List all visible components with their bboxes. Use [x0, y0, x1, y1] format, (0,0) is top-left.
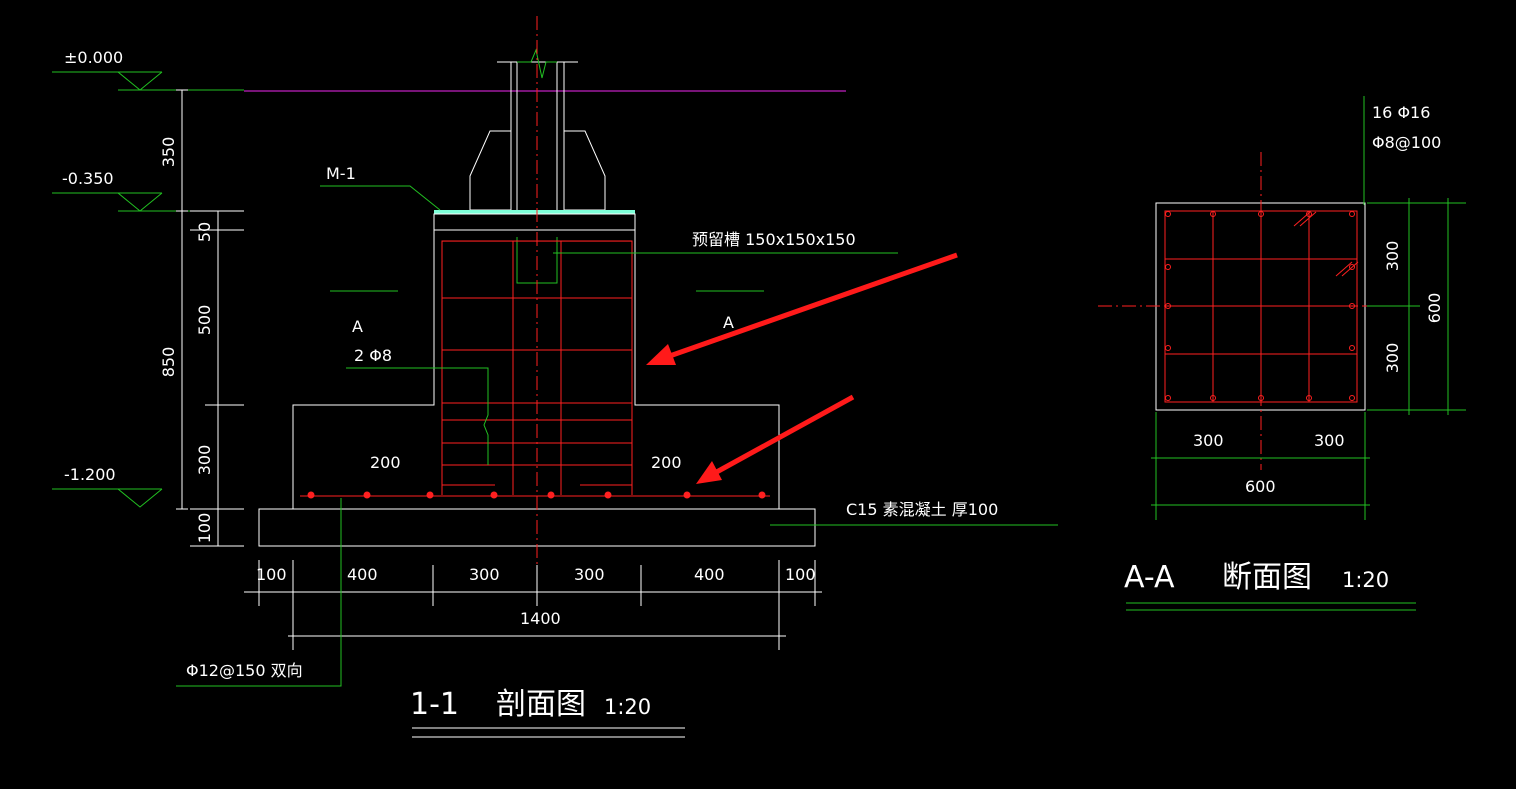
grout-layer [433, 213, 636, 231]
elevation-marker-1200: -1.200 [52, 465, 163, 508]
elevation-marker-0350: -0.350 [52, 169, 196, 212]
dim-50: 50 [195, 222, 214, 242]
label-2phi8-text: 2 Φ8 [354, 346, 392, 365]
dim-600-vertical: 600 [1425, 293, 1444, 324]
dim-200-right: 200 [651, 453, 682, 472]
elevation-marker-0000: ±0.000 [52, 48, 244, 91]
dim-bottom-5: 400 [694, 565, 725, 584]
elevation-text-1200: -1.200 [64, 465, 116, 484]
title-1-1-scale: 1:20 [604, 695, 651, 719]
section-rebar-dots [1165, 211, 1355, 401]
dim-350: 350 [159, 137, 178, 168]
section-right-dimensions: 300 300 600 [1367, 198, 1466, 415]
dim-bottom-1: 100 [256, 565, 287, 584]
section-cut-mark-right: A [696, 290, 764, 332]
dim-bottom-6: 100 [785, 565, 816, 584]
title-a-a-scale: 1:20 [1342, 568, 1389, 592]
elevation-text-0350: -0.350 [62, 169, 114, 188]
dim-850: 850 [159, 347, 178, 378]
title-a-a-label: A-A [1124, 560, 1175, 595]
label-groove: 预留槽 150x150x150 [553, 230, 898, 254]
dim-total-1400: 1400 [520, 609, 561, 628]
dim-100-vertical: 100 [195, 513, 214, 544]
bottom-rebar-dots [307, 491, 766, 499]
title-a-a-text: 断面图 [1222, 560, 1312, 595]
dim-bottom-3: 300 [469, 565, 500, 584]
label-16phi16: 16 Φ16 [1372, 103, 1430, 122]
footing-outline-right [634, 230, 780, 509]
tie-hook-marks [1293, 211, 1359, 277]
footing-outline-left [292, 230, 435, 509]
label-rebar-bottom-text: Φ12@150 双向 [186, 661, 303, 680]
label-phi8-100: Φ8@100 [1372, 133, 1441, 152]
elevation-text-0000: ±0.000 [64, 48, 123, 67]
dim-300-right: 300 [1314, 431, 1345, 450]
label-section-rebar: 16 Φ16 Φ8@100 [1363, 96, 1441, 205]
label-2phi8: 2 Φ8 [346, 346, 489, 465]
dim-bottom-4: 300 [574, 565, 605, 584]
label-rebar-bottom: Φ12@150 双向 [176, 498, 342, 687]
annotation-arrow-upper [646, 252, 958, 365]
dim-300-top: 300 [1383, 241, 1402, 272]
dim-300-vertical: 300 [195, 445, 214, 476]
title-1-1-number: 1-1 [410, 687, 459, 722]
title-1-1-text: 剖面图 [496, 687, 586, 722]
steel-column [469, 48, 606, 211]
section-a-a: 16 Φ16 Φ8@100 300 300 600 300 300 600 A- [1098, 96, 1466, 611]
label-groove-text: 预留槽 150x150x150 [692, 230, 856, 249]
label-m1-text: M-1 [326, 164, 356, 183]
horizontal-dimensions: 100 400 300 300 400 100 1400 [244, 560, 822, 650]
section-cut-label-left: A [352, 317, 363, 336]
dim-300-bottom: 300 [1383, 343, 1402, 374]
dim-600-horizontal: 600 [1245, 477, 1276, 496]
dim-bottom-2: 400 [347, 565, 378, 584]
section-cut-mark-left: A [330, 290, 398, 336]
vertical-dimensions: 350 850 50 500 300 100 [159, 89, 244, 547]
section-bottom-dimensions: 300 300 600 [1151, 412, 1370, 520]
label-c15: C15 素混凝土 厚100 [770, 500, 1058, 526]
label-m1: M-1 [320, 164, 441, 211]
annotation-arrow-lower [696, 394, 855, 484]
title-a-a: A-A 断面图 1:20 [1124, 560, 1416, 611]
section-cut-label-right: A [723, 313, 734, 332]
dim-500: 500 [195, 305, 214, 336]
dim-300-left: 300 [1193, 431, 1224, 450]
title-1-1: 1-1 剖面图 1:20 [410, 687, 685, 738]
section-1-1: ±0.000 -0.350 -1.200 350 [52, 16, 1058, 738]
base-plate-m1 [434, 210, 635, 214]
dim-200-left: 200 [370, 453, 401, 472]
label-c15-text: C15 素混凝土 厚100 [846, 500, 998, 519]
